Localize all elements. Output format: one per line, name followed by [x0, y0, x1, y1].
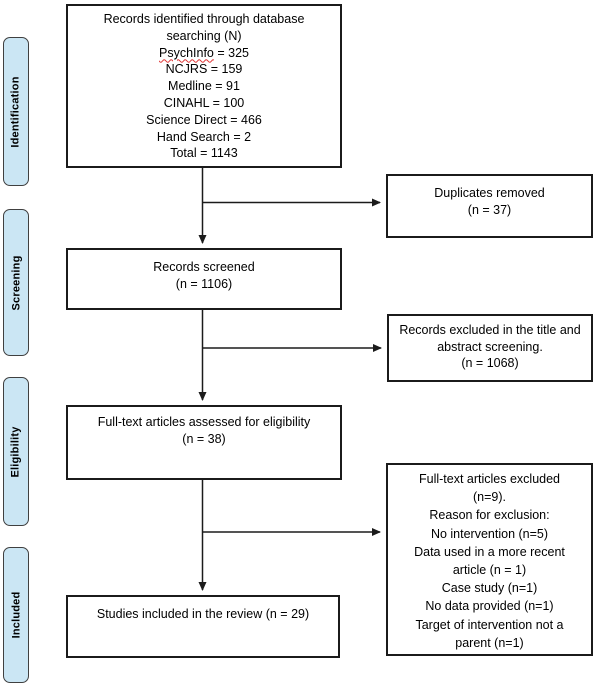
fulltext-assessed-line1: Full-text articles assessed for eligibil… [97, 415, 311, 429]
studies-included-line1: Studies included in the review (n = 29) [96, 607, 310, 621]
records-excluded-line1: Records excluded in the title and [399, 323, 581, 337]
box-records-screened: Records screened (n = 1106) [66, 248, 342, 310]
stage-tab-identification: Identification [3, 37, 29, 186]
box-duplicates-removed: Duplicates removed (n = 37) [386, 174, 593, 238]
fulltext-excluded-line-5: article (n = 1) [452, 563, 527, 578]
stage-tab-identification-label: Identification [10, 75, 22, 148]
identified-hand-search-line: Hand Search = 2 [156, 129, 252, 144]
fulltext-excluded-line-6: Case study (n=1) [441, 581, 538, 596]
identified-title-line1: Records identified through database [103, 12, 305, 26]
box-studies-included: Studies included in the review (n = 29) [66, 595, 340, 658]
stage-tab-eligibility: Eligibility [3, 377, 29, 526]
identified-science-direct-line: Science Direct = 466 [146, 112, 262, 127]
stage-tab-included-label: Included [10, 591, 23, 639]
fulltext-excluded-line-3: No intervention (n=5) [430, 526, 549, 541]
fulltext-excluded-line-2: Reason for exclusion: [429, 508, 550, 523]
box-records-excluded-title-abstract: Records excluded in the title and abstra… [387, 314, 593, 382]
duplicates-line1: Duplicates removed [434, 186, 545, 200]
fulltext-excluded-line-8: Target of intervention not a [415, 617, 564, 632]
box-fulltext-excluded: Full-text articles excluded (n=9). Reaso… [386, 463, 593, 656]
records-excluded-line2: abstract screening. [437, 339, 543, 354]
duplicates-line2: (n = 37) [467, 203, 512, 217]
psychinfo-word: PsychInfo [159, 45, 214, 60]
stage-tab-eligibility-label: Eligibility [10, 425, 22, 478]
identified-medline-line: Medline = 91 [168, 79, 240, 94]
stage-tab-screening: Screening [3, 209, 29, 356]
fulltext-excluded-line-9: parent (n=1) [455, 635, 524, 650]
box-fulltext-assessed: Full-text articles assessed for eligibil… [66, 405, 342, 480]
fulltext-excluded-line-0: Full-text articles excluded [418, 472, 561, 486]
fulltext-excluded-line-1: (n=9). [472, 490, 506, 505]
box-records-identified: Records identified through database sear… [66, 4, 342, 168]
identified-cinahl-line: CINAHL = 100 [163, 95, 245, 110]
stage-tab-included: Included [3, 547, 29, 683]
identified-total-line: Total = 1143 [170, 146, 238, 161]
records-excluded-line3: (n = 1068) [461, 356, 519, 370]
identified-title-line2: searching (N) [166, 28, 242, 43]
stage-tab-screening-label: Screening [10, 255, 22, 310]
screened-line1: Records screened [153, 260, 255, 274]
screened-line2: (n = 1106) [175, 277, 233, 291]
psychinfo-count: = 325 [213, 45, 249, 60]
fulltext-assessed-line2: (n = 38) [182, 432, 226, 446]
identified-psychinfo-line: PsychInfo = 325 [68, 45, 340, 62]
fulltext-excluded-line-7: No data provided (n=1) [425, 599, 554, 614]
identified-ncjrs-line: NCJRS = 159 [165, 62, 243, 77]
fulltext-excluded-line-4: Data used in a more recent [414, 544, 565, 559]
